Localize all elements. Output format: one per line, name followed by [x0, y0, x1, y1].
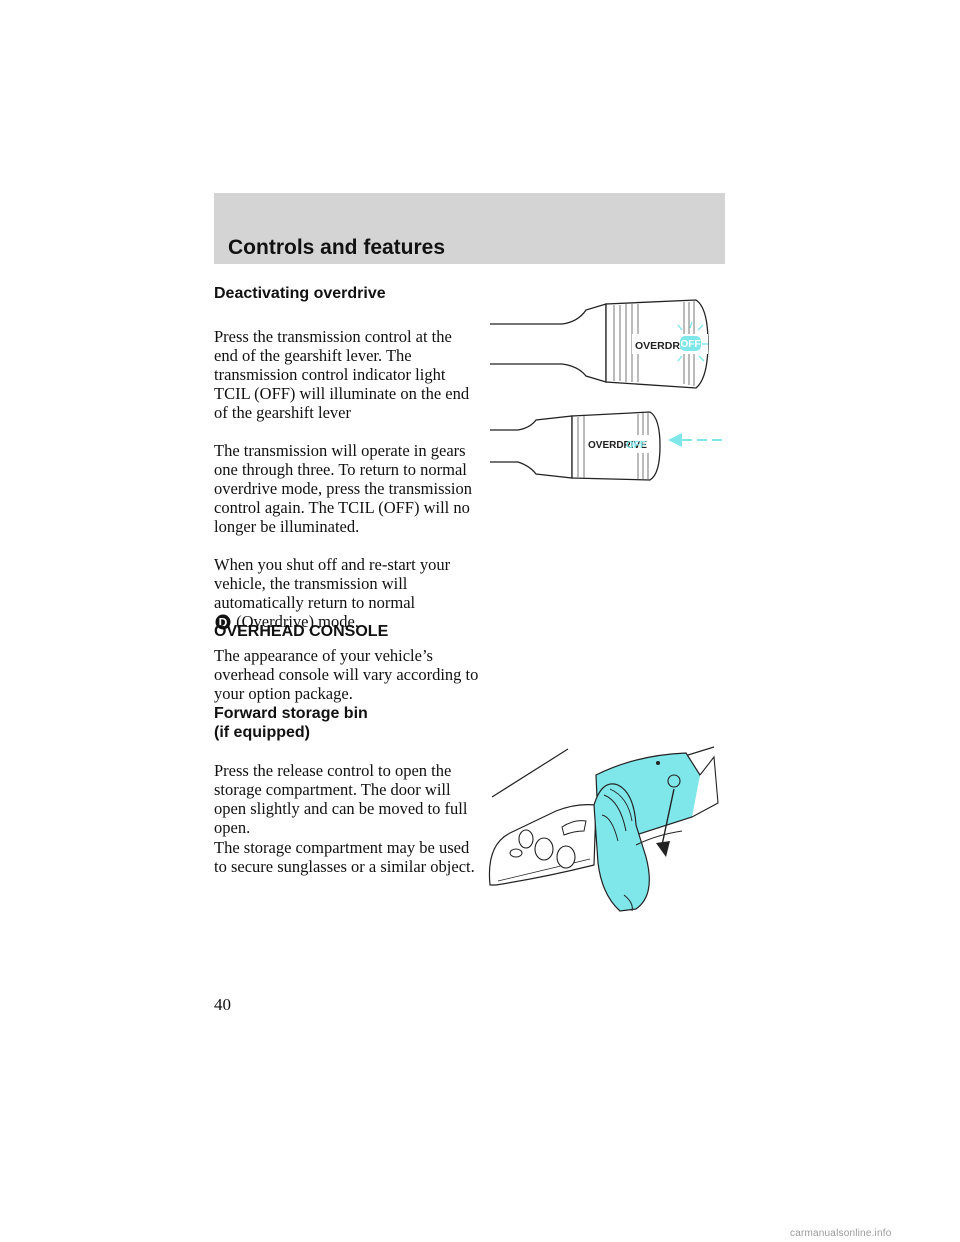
paragraph-press-control: Press the transmission control at the en… — [214, 327, 470, 422]
press-arrow-icon — [668, 433, 725, 447]
watermark: carmanualsonline.info — [790, 1228, 892, 1239]
lever-bottom-indicator: OFF — [626, 440, 646, 451]
heading-overhead-console: OVERHEAD CONSOLE — [214, 623, 389, 640]
heading-forward-storage-bin: Forward storage bin (if equipped) — [214, 704, 368, 742]
lever-top-indicator: OFF — [681, 339, 701, 350]
overdrive-d-icon: D — [214, 614, 232, 630]
paragraph-sunglasses: The storage compartment may be used to s… — [214, 838, 475, 876]
paragraph-restart-text-b: (Overdrive) mode. — [236, 612, 359, 631]
lever-bottom-label: OVERDRIVE — [588, 440, 647, 451]
paragraph-overhead-console: The appearance of your vehicle’s overhea… — [214, 646, 479, 703]
paragraph-gears-one-three: The transmission will operate in gears o… — [214, 441, 472, 536]
gearshift-lever-press-illustration: OVERDRIVE OFF — [490, 411, 725, 481]
gearshift-lever-illuminated-illustration: OVERDRIVE OFF — [490, 299, 709, 389]
section-title: Controls and features — [228, 236, 446, 259]
page-number: 40 — [214, 995, 231, 1014]
heading-storage-line2: (if equipped) — [214, 724, 310, 741]
svg-text:D: D — [219, 615, 228, 629]
paragraph-restart-text-a: When you shut off and re-start your vehi… — [214, 555, 451, 612]
heading-storage-line1: Forward storage bin — [214, 705, 368, 722]
open-direction-arrow-icon — [656, 788, 675, 857]
section-header: Controls and features — [214, 193, 725, 264]
paragraph-release-control: Press the release control to open the st… — [214, 761, 468, 837]
overhead-console-storage-bin-illustration — [488, 746, 719, 912]
heading-deactivating-overdrive: Deactivating overdrive — [214, 285, 386, 302]
paragraph-restart: When you shut off and re-start your vehi… — [214, 555, 479, 631]
